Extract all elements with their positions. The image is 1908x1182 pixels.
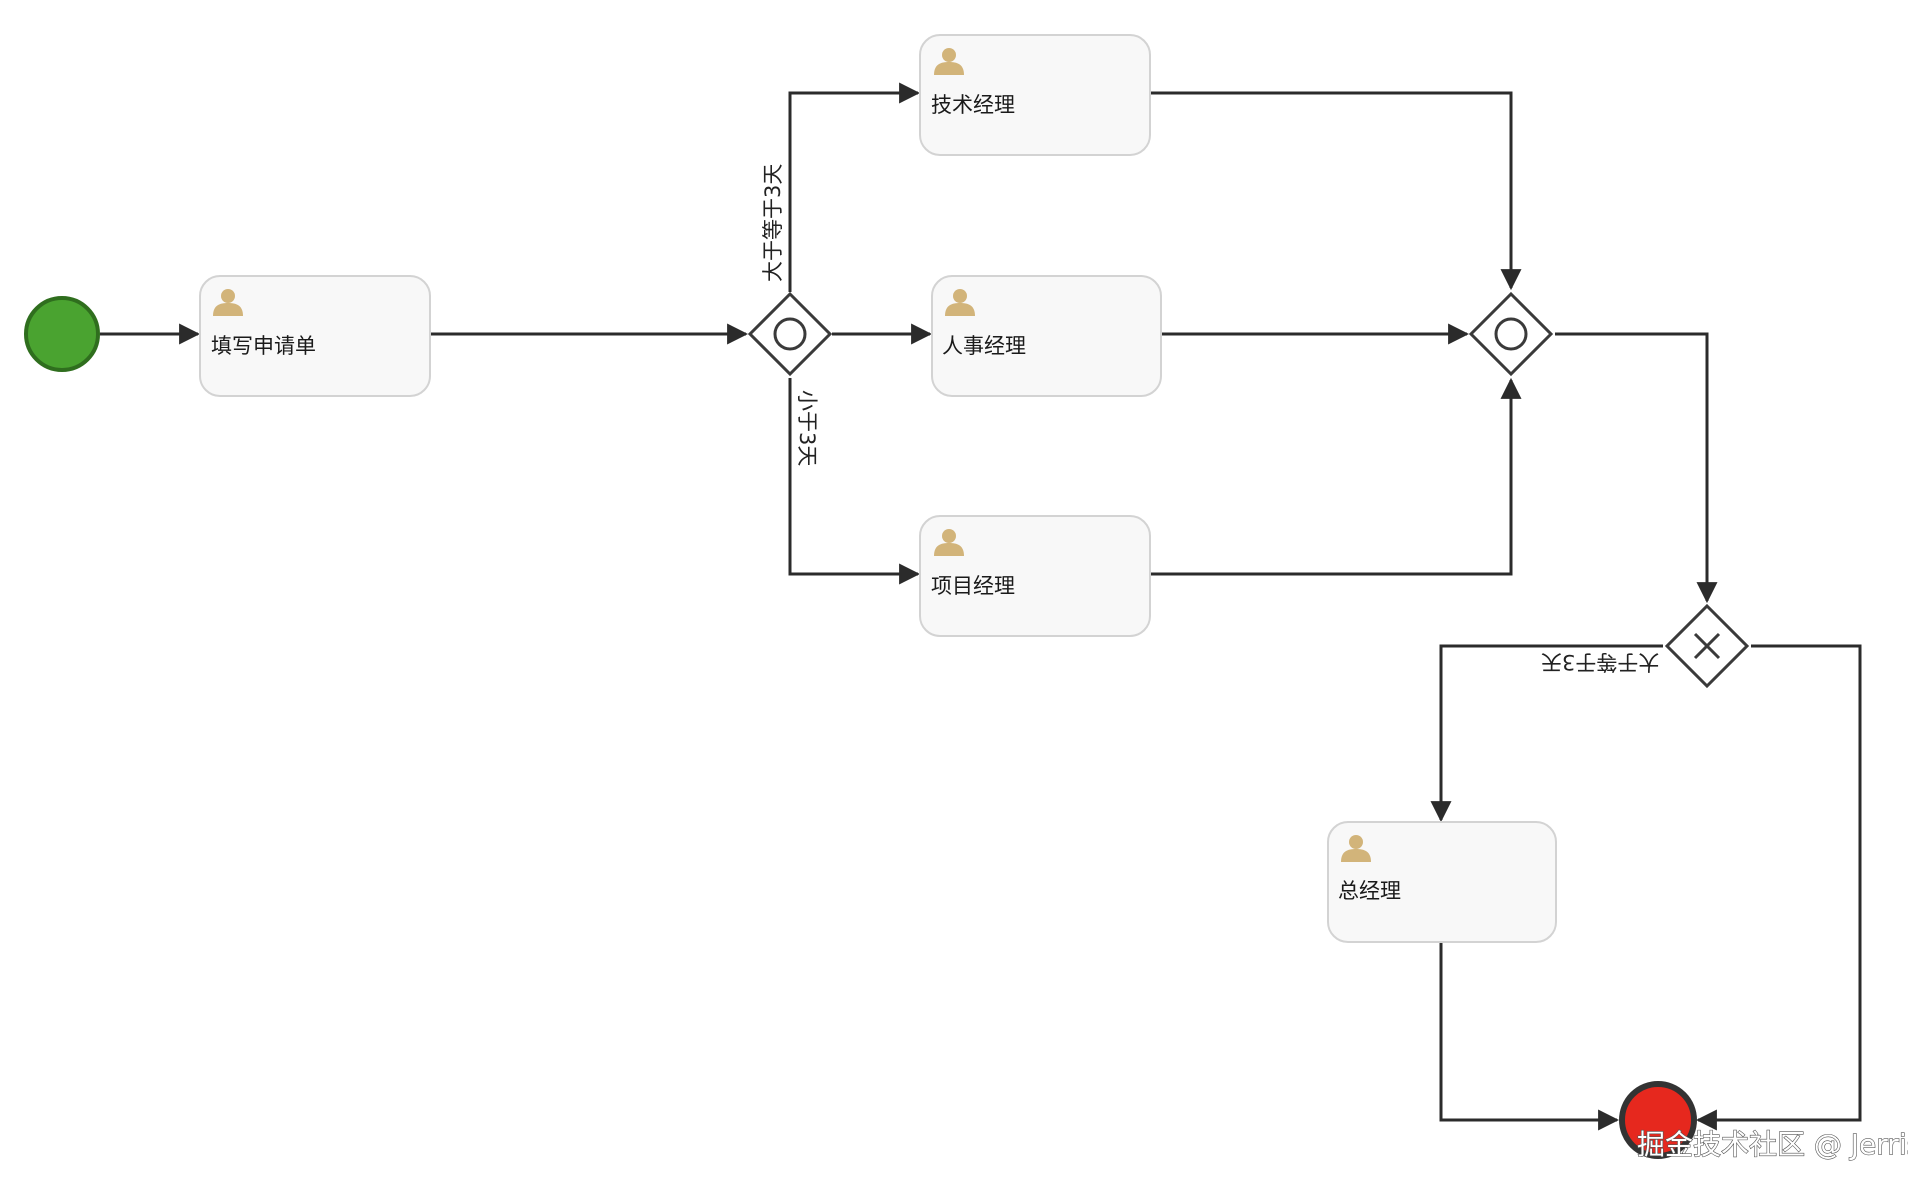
watermark: 掘金技术社区 @ Jerris [1637, 1128, 1908, 1161]
task-general-manager[interactable]: 总经理 [1327, 821, 1557, 943]
flow-exclusive-to-general-manager[interactable] [1430, 644, 1663, 823]
start-event[interactable] [24, 296, 100, 372]
inclusive-gateway-join[interactable] [1468, 291, 1554, 377]
flow-join-to-exclusive-gateway[interactable] [1555, 332, 1718, 604]
flow-exclusive-to-end[interactable] [1695, 644, 1862, 1131]
end-event[interactable] [1619, 1081, 1697, 1159]
task-project-manager[interactable]: 项目经理 [919, 515, 1151, 637]
flow-label-ge-3-days-bottom: 大于等于3天 [1541, 650, 1659, 674]
flow-label-ge-3-days-top: 大于等于3天 [761, 164, 785, 282]
circle-marker-icon [1494, 317, 1528, 351]
task-label: 项目经理 [931, 574, 1015, 598]
task-tech-manager[interactable]: 技术经理 [919, 34, 1151, 156]
task-fill-form[interactable]: 填写申请单 [199, 275, 431, 397]
circle-marker-icon [773, 317, 807, 351]
flow-label-lt-3-days: 小于3天 [795, 390, 819, 466]
task-hr-manager[interactable]: 人事经理 [931, 275, 1162, 397]
task-label: 填写申请单 [211, 334, 316, 358]
task-label: 人事经理 [942, 334, 1026, 358]
x-marker-icon [1693, 632, 1721, 660]
flow-tech-manager-to-join[interactable] [1150, 91, 1522, 291]
sequence-flows [100, 82, 1862, 1131]
inclusive-gateway-split[interactable] [747, 291, 833, 377]
exclusive-gateway[interactable] [1664, 603, 1750, 689]
task-label: 技术经理 [931, 93, 1015, 117]
flow-general-manager-to-end[interactable] [1439, 942, 1620, 1131]
flow-project-manager-to-join[interactable] [1150, 377, 1522, 576]
task-label: 总经理 [1338, 879, 1401, 903]
flow-split-to-project-manager[interactable] [788, 378, 921, 585]
flow-split-to-tech-manager[interactable] [788, 82, 921, 292]
